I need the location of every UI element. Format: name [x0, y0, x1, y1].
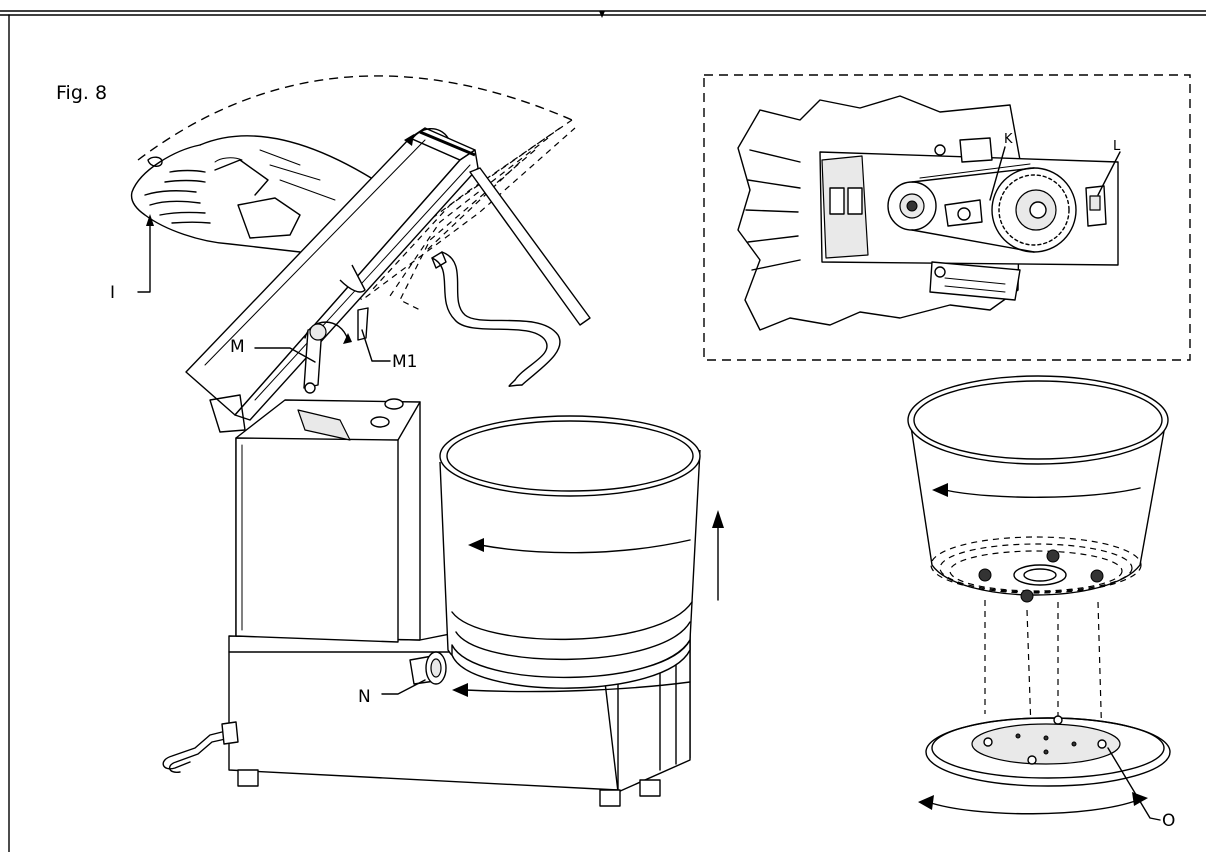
bowl-arrow-head [468, 538, 484, 552]
base-arrow-head [452, 683, 468, 697]
figure-title: Fig. 8 [56, 82, 107, 104]
callout-l: L [1113, 139, 1121, 154]
turntable-arrow-head-right [1132, 792, 1148, 806]
detail-inset [703, 74, 1191, 361]
callout-n: N [358, 687, 371, 707]
rotate-arrow-top-head [404, 134, 414, 146]
mixer-head [185, 127, 591, 421]
page-frame [0, 10, 1206, 852]
bowl-studs [978, 549, 1104, 603]
callout-m: M [230, 337, 245, 357]
callout-i: I [110, 283, 115, 303]
mixer-main-view [130, 75, 724, 807]
bowl-arrow-icon [479, 539, 691, 554]
labels: Fig. 8 I M M1 N K L O [56, 82, 1175, 831]
exploded-bowl-view [907, 375, 1171, 821]
turntable-arrow-icon [927, 799, 1139, 815]
knob-n [409, 651, 447, 685]
exploded-bowl-arrow-head [932, 483, 948, 497]
callout-k: K [1004, 132, 1013, 147]
mixer-bowl [439, 415, 701, 689]
inset-frame [703, 74, 1191, 361]
swing-arc [137, 75, 573, 161]
lever-m [303, 323, 327, 394]
pin-m1 [357, 307, 369, 341]
turntable-arrow-head-left [918, 795, 934, 810]
top-marker-icon [599, 11, 605, 18]
callout-m1: M1 [392, 352, 417, 372]
callout-o: O [1162, 811, 1175, 831]
dough-hook [431, 251, 561, 387]
mixer-column [209, 394, 421, 643]
base-arrow-icon [464, 681, 691, 693]
power-cable [162, 721, 239, 773]
exploded-bowl-arrow-icon [944, 487, 1141, 498]
rotate-arrow-m-head [343, 333, 352, 344]
turntable [925, 715, 1171, 787]
leader-i-arrow [146, 214, 154, 226]
lift-arrow-head [712, 510, 724, 528]
leader-lines-main [137, 214, 426, 695]
